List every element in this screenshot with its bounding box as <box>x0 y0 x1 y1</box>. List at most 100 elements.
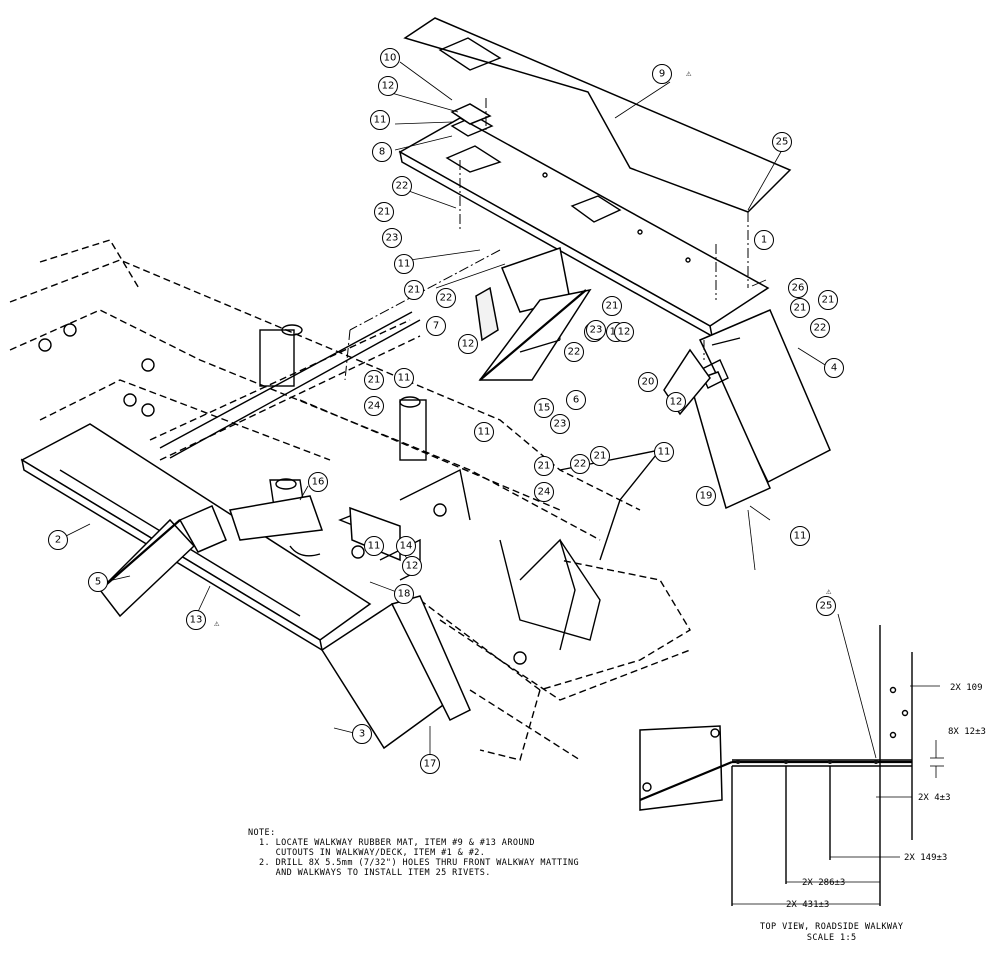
callout-number: 21 <box>606 301 619 312</box>
callout-balloon-11: 11 <box>654 442 674 462</box>
callout-balloon-21: 21 <box>818 290 838 310</box>
callout-balloon-23: 23 <box>586 320 606 340</box>
revision-triangle-icon: ⚠ <box>826 587 832 597</box>
callout-circle <box>566 390 586 410</box>
roadside-step-panels <box>663 309 831 510</box>
callout-number: 12 <box>406 561 419 572</box>
callout-circle <box>824 358 844 378</box>
callout-number: 18 <box>398 589 411 600</box>
callout-number: 11 <box>794 531 807 542</box>
callout-circle <box>364 536 384 556</box>
callout-circle <box>666 392 686 412</box>
callout-number: 22 <box>574 459 587 470</box>
callout-circle <box>614 322 634 342</box>
view-caption-title: TOP VIEW, ROADSIDE WALKWAY <box>760 922 904 932</box>
callout-circle <box>402 556 422 576</box>
callout-circle <box>380 48 400 68</box>
small-plate <box>450 103 492 125</box>
note-line-2: CUTOUTS IN WALKWAY/DECK, ITEM #1 & #2. <box>248 848 486 858</box>
leg-bracket <box>99 518 196 618</box>
note-line-1: 1. LOCATE WALKWAY RUBBER MAT, ITEM #9 & … <box>248 838 535 848</box>
callout-number: 21 <box>822 295 835 306</box>
callout-balloon-22: 22 <box>810 318 830 338</box>
callout-number: 11 <box>658 447 671 458</box>
top-view-detail <box>639 613 944 906</box>
callout-balloon-21: 21 <box>590 446 610 466</box>
callout-number: 12 <box>618 327 631 338</box>
callout-circle <box>818 290 838 310</box>
callout-number: 20 <box>642 377 655 388</box>
callout-number: 22 <box>568 347 581 358</box>
callout-number: 11 <box>478 427 491 438</box>
callout-number: 11 <box>374 115 387 126</box>
callout-balloon-24: 24 <box>364 396 384 416</box>
callout-circle <box>374 202 394 222</box>
mid-brackets <box>229 495 421 581</box>
callout-number: 21 <box>408 285 421 296</box>
callout-number: 19 <box>700 491 713 502</box>
callout-circle <box>788 278 808 298</box>
callout-balloon-22: 22 <box>564 342 584 362</box>
callout-number: 25 <box>776 137 789 148</box>
callout-balloon-26: 26 <box>788 278 808 298</box>
dimension-4: 2X 4±3 <box>918 793 951 803</box>
callout-balloon-23: 23 <box>382 228 402 248</box>
callout-balloon-11: 11 <box>370 110 390 130</box>
callout-circle <box>458 334 478 354</box>
callout-circle <box>48 530 68 550</box>
callout-circle <box>790 526 810 546</box>
callout-circle <box>396 536 416 556</box>
callout-balloon-9: 9 <box>652 64 672 84</box>
callout-balloon-14: 14 <box>396 536 416 556</box>
curbside-step-panels <box>320 595 471 750</box>
callout-number: 22 <box>396 181 409 192</box>
callout-circle <box>378 76 398 96</box>
dimension-149: 2X 149±3 <box>904 853 947 863</box>
callout-circle <box>570 454 590 474</box>
callout-number: 22 <box>814 323 827 334</box>
callout-circle <box>394 584 414 604</box>
callout-number: 14 <box>400 541 413 552</box>
callout-circle <box>790 298 810 318</box>
callout-circle <box>550 414 570 434</box>
callout-balloon-11: 11 <box>394 368 414 388</box>
note-line-3: 2. DRILL 8X 5.5mm (7/32") HOLES THRU FRO… <box>248 858 580 868</box>
callout-balloon-21: 21 <box>364 370 384 390</box>
callout-number: 5 <box>95 577 101 588</box>
callout-balloon-21: 21 <box>534 456 554 476</box>
callout-number: 11 <box>368 541 381 552</box>
callout-circle <box>370 110 390 130</box>
callout-circle <box>602 296 622 316</box>
callout-balloon-12: 12 <box>458 334 478 354</box>
callout-number: 7 <box>433 321 439 332</box>
callout-balloon-7: 7 <box>426 316 446 336</box>
callout-balloon-22: 22 <box>392 176 412 196</box>
callout-circle <box>186 610 206 630</box>
callout-number: 13 <box>190 615 203 626</box>
callout-balloon-22: 22 <box>436 288 456 308</box>
callout-balloon-25: 25 <box>816 596 836 616</box>
callout-number: 23 <box>386 233 399 244</box>
callout-circle <box>810 318 830 338</box>
callout-balloon-23: 23 <box>550 414 570 434</box>
callout-circle <box>426 316 446 336</box>
callout-balloon-12: 12 <box>402 556 422 576</box>
callout-circle <box>404 280 424 300</box>
callout-circle <box>590 446 610 466</box>
callout-number: 21 <box>538 461 551 472</box>
callout-circle <box>394 368 414 388</box>
callout-balloon-22: 22 <box>570 454 590 474</box>
callout-circle <box>534 456 554 476</box>
callout-number: 2 <box>55 535 61 546</box>
callout-balloon-5: 5 <box>88 572 108 592</box>
callout-balloon-21: 21 <box>374 202 394 222</box>
callout-balloon-13: 13 <box>186 610 206 630</box>
callout-number: 17 <box>424 759 437 770</box>
callout-circle <box>420 754 440 774</box>
callout-circle <box>474 422 494 442</box>
callout-balloon-11: 11 <box>364 536 384 556</box>
callout-circle <box>352 724 372 744</box>
callout-circle <box>534 398 554 418</box>
support-brackets <box>475 247 592 381</box>
revision-triangle-icon: ⚠ <box>214 619 220 629</box>
